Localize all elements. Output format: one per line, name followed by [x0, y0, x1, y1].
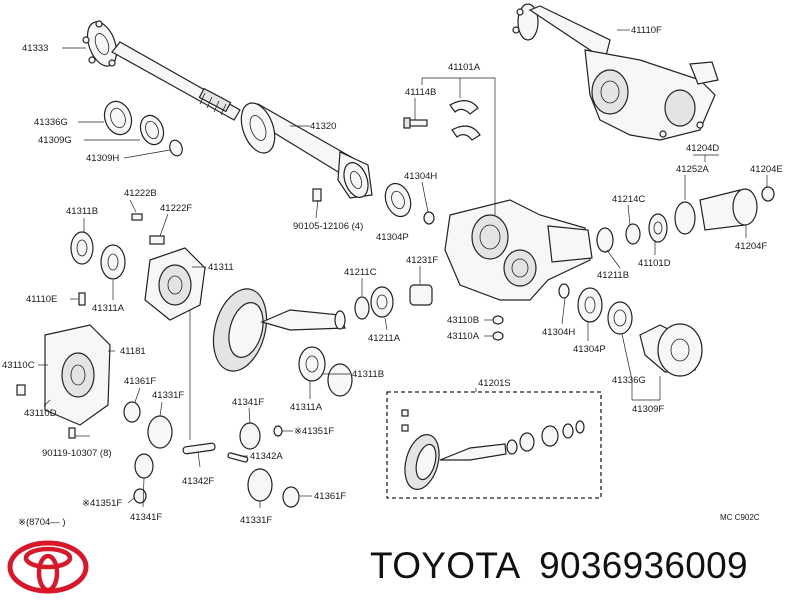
differential-carrier-41110F-main	[444, 199, 593, 301]
label-41336G: 41336G	[34, 117, 68, 128]
label-41311A-center: 41311A	[290, 402, 323, 413]
label-41201S: 41201S	[478, 378, 511, 389]
label-43110D: 43110D	[24, 408, 57, 419]
label-41304H-right: 41304H	[542, 327, 575, 338]
leader-lines	[38, 29, 768, 508]
label-41333: 41333	[22, 43, 48, 54]
label-41204F: 41204F	[735, 241, 767, 252]
label-41101A: 41101A	[448, 62, 481, 73]
label-41331F-2: 41331F	[240, 515, 272, 526]
differential-assembly-41110F	[512, 3, 719, 141]
toyota-logo-icon	[7, 540, 89, 594]
bearing-set-left	[103, 100, 183, 157]
label-41204D: 41204D	[686, 143, 719, 154]
label-43110C: 43110C	[2, 360, 35, 371]
label-41341F-1: 41341F	[232, 397, 264, 408]
axle-housing-tube-41320	[240, 102, 373, 202]
label-90119-10307: 90119-10307 (8)	[42, 448, 112, 459]
bearing-41304	[384, 182, 435, 225]
label-41101D: 41101D	[638, 258, 671, 269]
kit-box-41201S	[386, 391, 602, 499]
label-41336G-right: 41336G	[612, 375, 646, 386]
bearings-41211	[298, 284, 433, 397]
label-41320: 41320	[310, 121, 336, 132]
label-41231F: 41231F	[406, 255, 438, 266]
label-41311B-center: 41311B	[352, 369, 384, 380]
axle-flange-41309F	[558, 283, 703, 377]
label-41311B-left: 41311B	[66, 206, 98, 217]
brand-name: TOYOTA	[370, 545, 521, 586]
label-41222F: 41222F	[160, 203, 192, 214]
label-41342F: 41342F	[182, 476, 214, 487]
label-note: ※(8704— )	[18, 517, 66, 528]
axle-shaft-41333	[82, 20, 241, 121]
label-41311: 41311	[208, 262, 234, 273]
label-41309H: 41309H	[86, 153, 119, 164]
label-41361F-2: 41361F	[314, 491, 346, 502]
label-41211A: 41211A	[368, 333, 401, 344]
kit-41201S-parts	[401, 409, 585, 490]
label-41211C: 41211C	[344, 267, 377, 278]
label-41114B: 41114B	[405, 87, 436, 98]
label-41351F-2: ※41351F	[82, 498, 122, 509]
brand-title: TOYOTA 9036936009	[370, 545, 748, 587]
label-41211B: 41211B	[597, 270, 629, 281]
label-41311A-left: 41311A	[92, 303, 125, 314]
label-41331F-1: 41331F	[152, 390, 184, 401]
label-41351F-1: ※41351F	[294, 426, 334, 437]
part-number: 9036936009	[539, 545, 748, 586]
diff-case-41311	[70, 213, 206, 321]
label-41342A: 41342A	[250, 451, 283, 462]
label-41110F: 41110F	[631, 25, 662, 36]
label-41309F: 41309F	[632, 404, 664, 415]
label-90105-12106: 90105-12106 (4)	[293, 221, 363, 232]
label-diagram-code: MC C902C	[720, 513, 760, 522]
label-43110B: 43110B	[447, 315, 479, 326]
label-41341F-2: 41341F	[130, 512, 162, 523]
label-41361F-1: 41361F	[124, 376, 156, 387]
label-41304P-right: 41304P	[573, 344, 606, 355]
label-41304H-top: 41304H	[404, 171, 437, 182]
label-41204E: 41204E	[750, 164, 783, 175]
ring-gear-pinion	[212, 288, 346, 372]
small-fasteners	[492, 315, 504, 341]
label-41304P-top: 41304P	[376, 232, 409, 243]
label-41252A: 41252A	[676, 164, 709, 175]
pinion-side-parts	[596, 186, 775, 253]
label-41309G: 41309G	[38, 135, 72, 146]
label-43110A: 43110A	[447, 331, 480, 342]
bearing-cap-41101A	[403, 100, 481, 141]
label-41222B: 41222B	[124, 188, 157, 199]
cover-41181	[16, 324, 111, 439]
label-41181: 41181	[120, 346, 146, 357]
label-41110E: 41110E	[26, 294, 57, 305]
part-labels: 41333 41336G 41309G 41309H 41320 90105-1…	[2, 25, 783, 528]
label-41214C: 41214C	[612, 194, 645, 205]
